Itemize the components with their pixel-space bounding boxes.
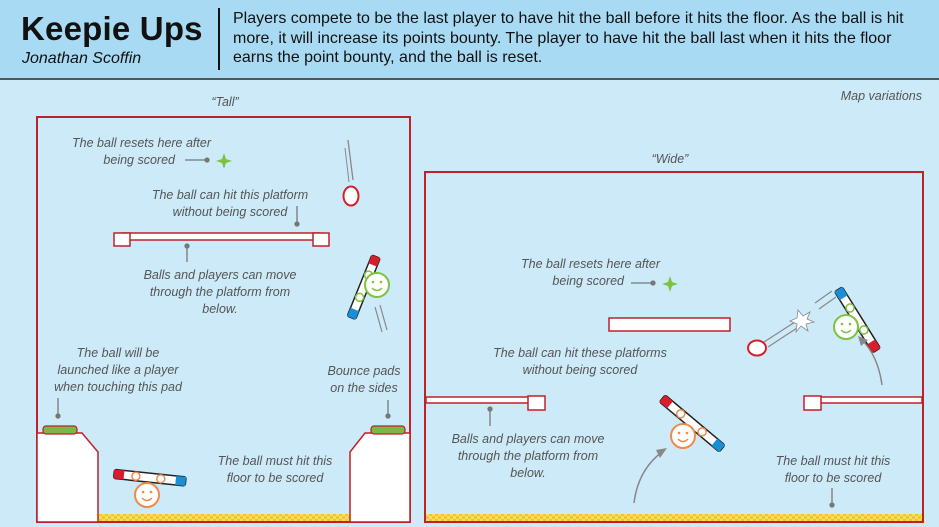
tall-map-floor [98,514,350,521]
wide-platforms-hit-note: The ball can hit these platforms without… [493,346,667,377]
wide-player-lower [659,394,725,452]
wide-move-through-note: Balls and players can move through the p… [451,432,605,480]
wide-ball-icon [747,321,798,357]
tall-left-launch-pillar [36,425,99,523]
wide-map-label: “Wide” [651,152,689,166]
game-description: Players compete to be the last player to… [233,10,904,66]
tall-map [36,116,411,523]
tall-reset-star-icon [216,153,232,169]
impact-burst-icon [788,309,816,334]
tall-move-through-note: Balls and players can move through the p… [143,268,297,316]
tall-right-pillar [349,425,411,523]
author-name: Jonathan Scoffin [22,50,142,67]
tall-floor-scored-note: The ball must hit this floor to be score… [217,454,333,485]
map-variations-label: Map variations [840,89,922,103]
tall-right-pad [370,425,406,435]
tall-map-frame [36,116,411,523]
wide-map-floor [426,514,922,521]
page-title: Keepie Ups [21,10,203,47]
header-rule [0,78,939,80]
wide-ball-reset-note: The ball resets here after being scored [521,257,660,288]
tall-player-right [347,254,390,320]
tall-ball-reset-note: The ball resets here after being scored [72,136,211,167]
wide-right-ledge [803,395,923,411]
tall-ball-icon [342,139,360,207]
tall-bounce-pads-note: Bounce pads on the sides [327,364,401,395]
tall-map-label: “Tall” [211,95,239,109]
tall-launch-pad-note: The ball will be launched like a player … [54,346,182,394]
wide-reset-star-icon [662,276,678,292]
tall-platform-hit-note: The ball can hit this platform without b… [151,188,309,219]
wide-floor-scored-note: The ball must hit this floor to be score… [775,454,891,485]
header-banner: Keepie Ups Jonathan Scoffin Players comp… [0,0,939,78]
wide-map [424,171,924,523]
wide-left-ledge [425,395,546,411]
tall-player-floor [112,468,187,508]
header-divider [218,8,220,70]
tall-launch-pad [42,425,78,435]
tall-top-platform [113,232,330,247]
wide-map-frame [424,171,924,523]
wide-player-upper [833,286,881,353]
wide-middle-platform [608,317,731,332]
